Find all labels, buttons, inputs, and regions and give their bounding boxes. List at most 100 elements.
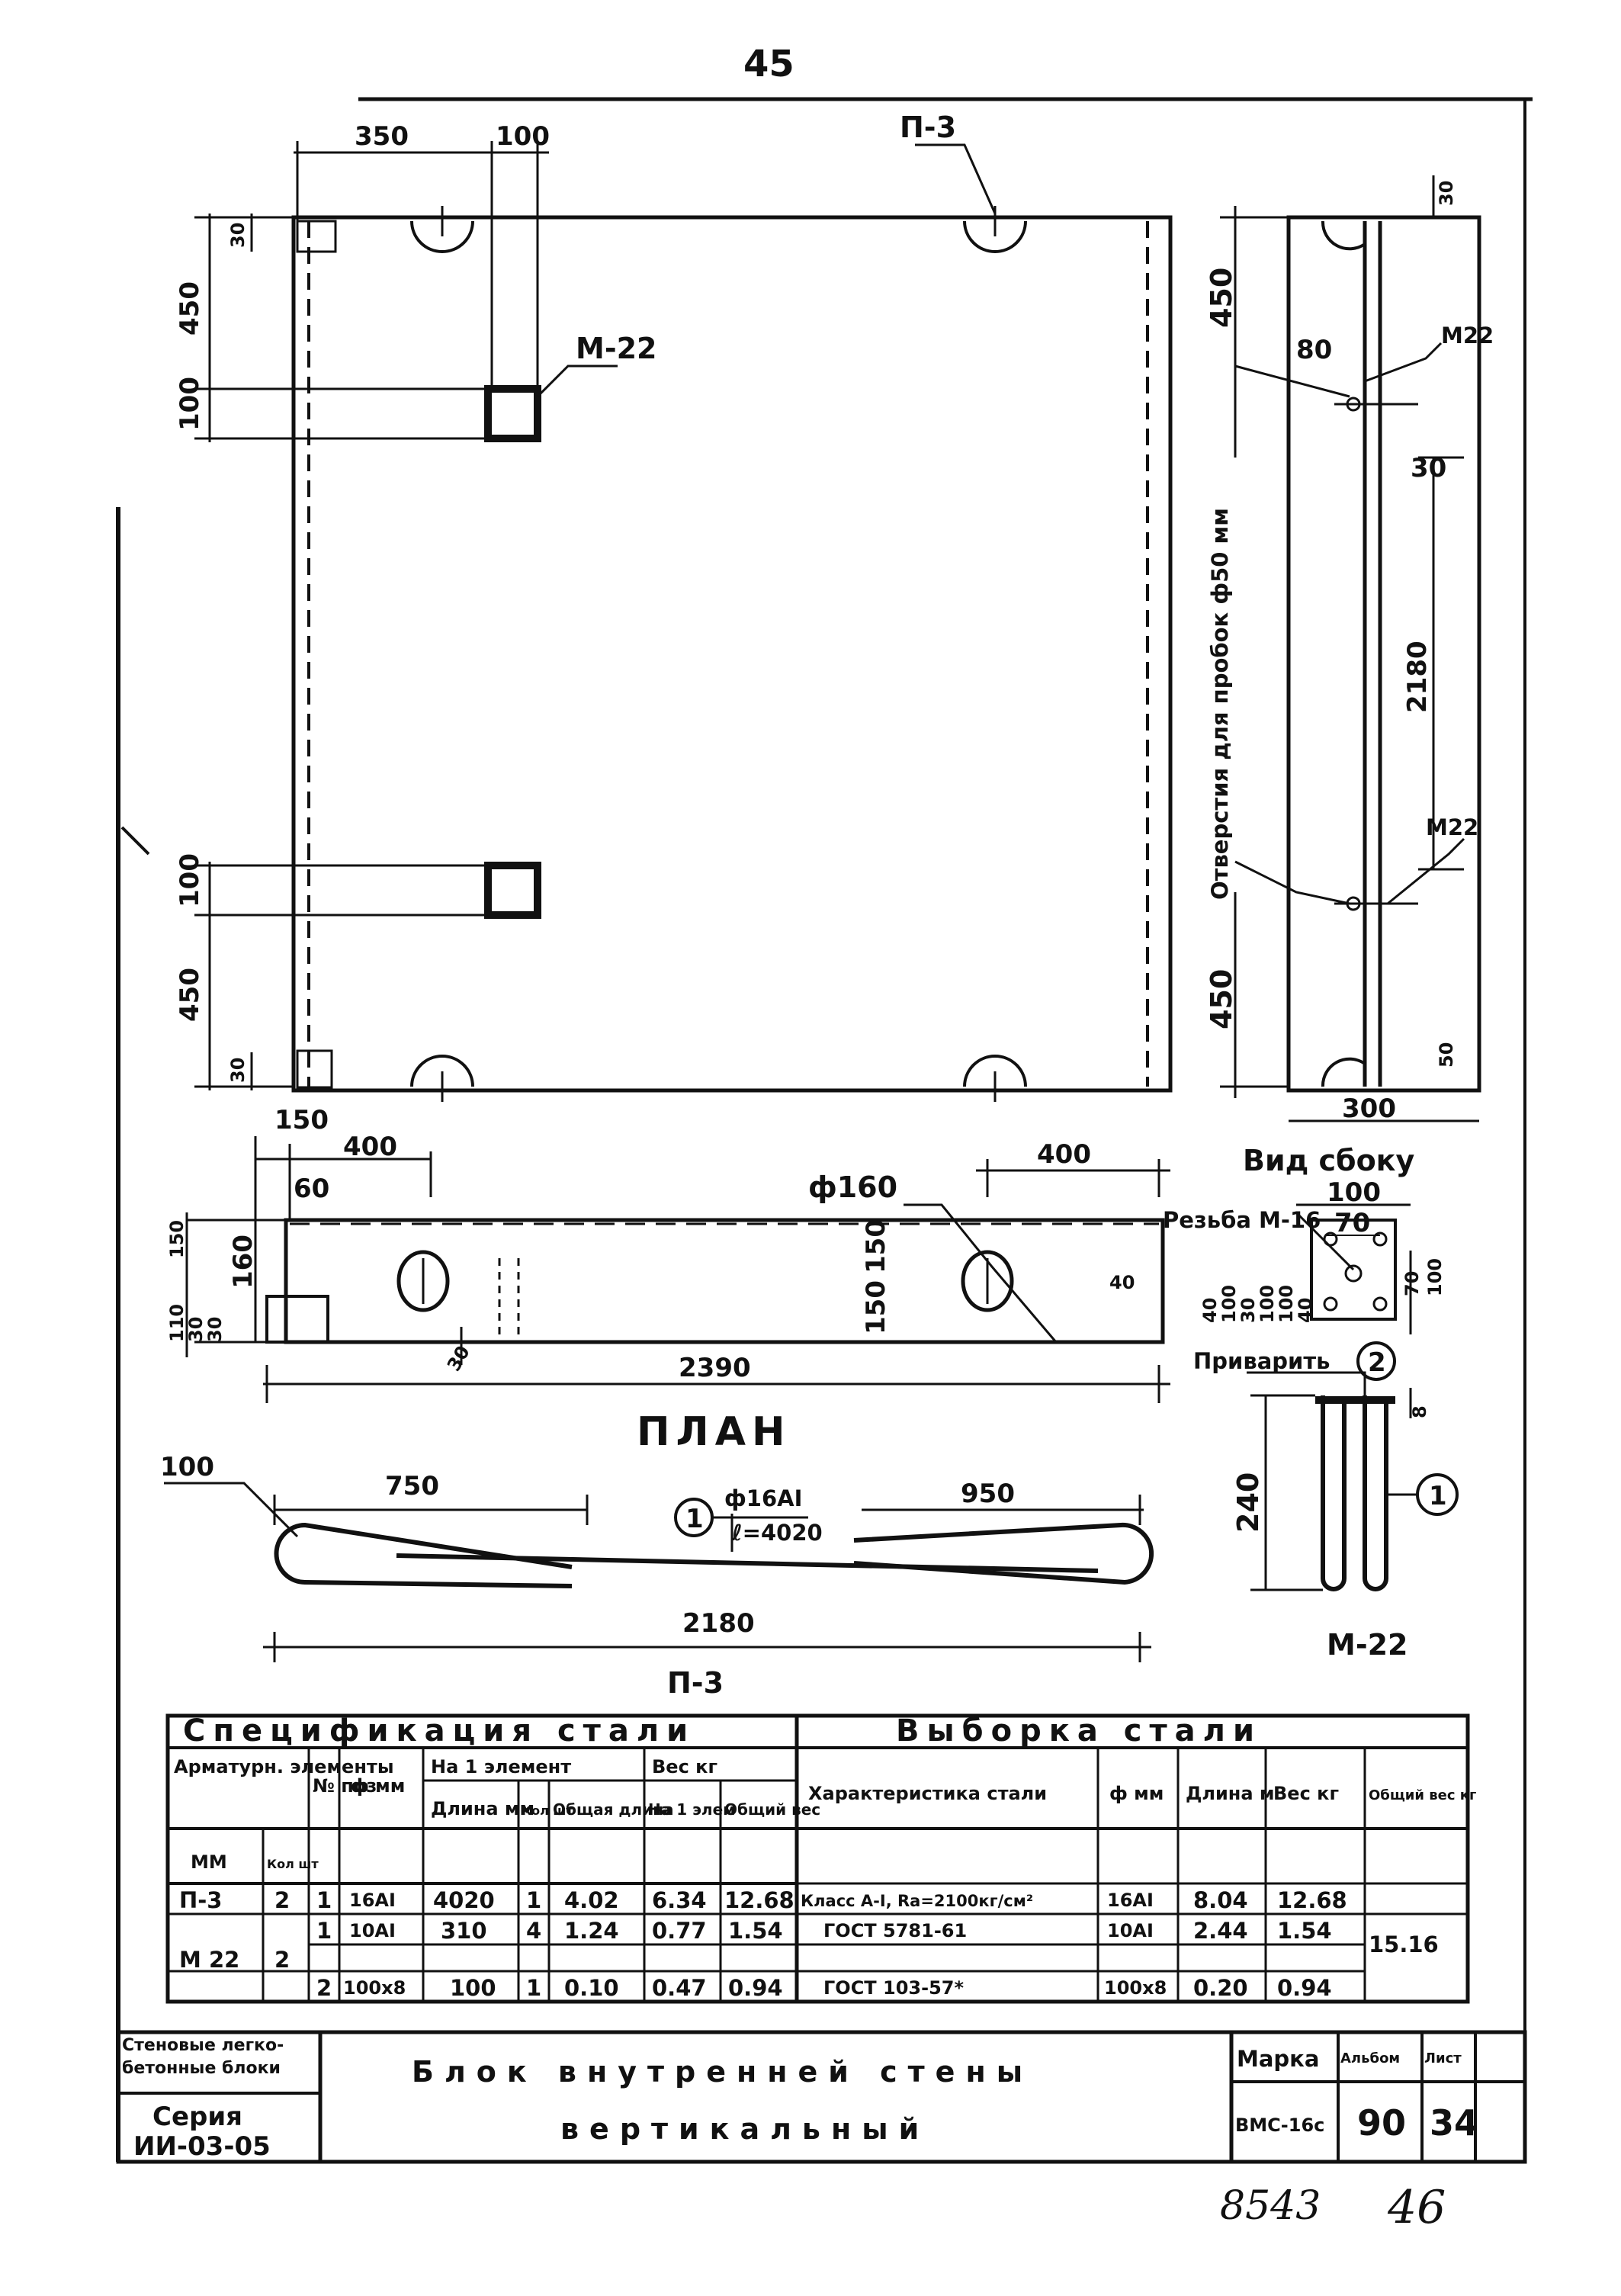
- row3-pos: 2: [316, 1975, 332, 2001]
- dim-350: 350: [355, 121, 409, 152]
- m22-dim-70-top: 70: [1334, 1208, 1370, 1238]
- title-block-album: 90: [1357, 2102, 1406, 2143]
- title-block-album-label: Альбом: [1340, 2050, 1400, 2066]
- spec-rows-left: П-3 2 1 16АI 4020 1 4.02 6.34 12.68 М 22…: [179, 1887, 794, 2001]
- right-row3-diam: 100х8: [1104, 1977, 1167, 1999]
- m22-dim-30: 30: [1237, 1298, 1259, 1323]
- row3-total-len: 0.10: [564, 1975, 619, 2001]
- dim-100-b: 100: [175, 853, 205, 907]
- right-row2-len: 2.44: [1193, 1918, 1248, 1944]
- side-dim-80: 80: [1296, 335, 1332, 365]
- spec-table: [165, 1713, 1470, 2004]
- caption-side-view: Вид сбоку: [1243, 1144, 1414, 1177]
- hdr-diam: ф мм: [351, 1775, 405, 1797]
- spec-rows-right: Класс А-I, Rа=2100кг/см² 16АI 8.04 12.68…: [801, 1887, 1439, 2001]
- row2-w-el: 0.77: [652, 1918, 707, 1944]
- hdr-num: № поз: [313, 1775, 377, 1797]
- dim-30-top: 30: [227, 223, 249, 248]
- p3-bar-label: ф16АI: [724, 1485, 802, 1511]
- label-weld: Приварить: [1193, 1348, 1331, 1374]
- hdr-qty: Кол шт: [522, 1803, 573, 1818]
- title-block-mark-label: Марка: [1237, 2046, 1319, 2072]
- side-view: [1220, 175, 1481, 1122]
- right-row2-diam: 10АI: [1107, 1920, 1154, 1941]
- side-dim-300: 300: [1342, 1093, 1396, 1124]
- spec-title-left: Спецификация стали: [183, 1713, 695, 1748]
- plan-hole-label: ф160: [808, 1170, 897, 1204]
- plan-dim-400-right: 400: [1037, 1139, 1091, 1170]
- plan-dim-150-top: 150: [274, 1105, 329, 1135]
- m22-dim-100-l3: 100: [1276, 1285, 1297, 1323]
- m22-detail: [1247, 1203, 1459, 1591]
- hdr-diam2: ф мм: [1109, 1783, 1164, 1804]
- title-block-series: ИИ-03-05: [133, 2131, 271, 2162]
- marker-1-m22: 1: [1429, 1481, 1447, 1511]
- m22-dim-8: 8: [1409, 1405, 1430, 1418]
- p3-dim-750: 750: [385, 1471, 439, 1501]
- label-m22-side-bottom: М22: [1426, 814, 1478, 840]
- row1-total-len: 4.02: [564, 1887, 619, 1913]
- m22-dim-100-right: 100: [1424, 1258, 1446, 1296]
- m22-dim-240: 240: [1231, 1472, 1265, 1533]
- right-row3-len: 0.20: [1193, 1975, 1248, 2001]
- row3-w-el: 0.47: [652, 1975, 707, 2001]
- caption-m22: М-22: [1327, 1628, 1408, 1662]
- hdr-length: Длина мм: [431, 1798, 534, 1819]
- row2-diam: 10АI: [349, 1920, 396, 1941]
- m22-dim-40-b: 40: [1295, 1298, 1316, 1323]
- plate-m22-bottom: [484, 862, 541, 919]
- hdr-total-w: Общий вес: [724, 1800, 820, 1819]
- caption-p3: П-3: [667, 1666, 724, 1700]
- row1-w-el: 6.34: [652, 1887, 707, 1913]
- m22-dim-70-right: 70: [1401, 1271, 1423, 1296]
- hdr-per-element: На 1 элемент: [431, 1756, 571, 1777]
- row1-w-total: 12.68: [724, 1887, 794, 1913]
- row2-qty: 4: [526, 1918, 541, 1944]
- title-block-sheet-label: Лист: [1424, 2050, 1462, 2066]
- label-thread: Резьба М-16: [1163, 1207, 1321, 1233]
- right-row1-len: 8.04: [1193, 1887, 1248, 1913]
- row1-count: 2: [274, 1887, 290, 1913]
- m22-dim-100-left: 100: [1218, 1285, 1240, 1323]
- row1-diam: 16АI: [349, 1890, 396, 1911]
- right-row1-char: Класс А-I, Rа=2100кг/см²: [801, 1892, 1033, 1910]
- plan-dim-150-r2: 150: [861, 1280, 891, 1334]
- row2-mark: М 22: [179, 1947, 239, 1973]
- hdr-arm-elements: Арматурн. элементы: [174, 1756, 394, 1777]
- m22-dim-100-top: 100: [1327, 1177, 1381, 1208]
- sheet-top-number: 45: [743, 43, 794, 85]
- note-8543: 8543: [1220, 2183, 1321, 2229]
- plan-dim-160: 160: [228, 1235, 258, 1289]
- plan-dim-110: 110: [166, 1304, 188, 1342]
- hdr-total2: Общий вес кг: [1369, 1787, 1476, 1803]
- title-block-series-label: Серия: [152, 2102, 242, 2132]
- p3-dim-100: 100: [160, 1452, 214, 1482]
- hdr-per-el: На 1 элем: [648, 1800, 736, 1819]
- dim-450-bottom: 450: [175, 968, 205, 1022]
- hdr-count: Кол шт: [267, 1857, 319, 1871]
- caption-plan: ПЛАН: [637, 1409, 791, 1455]
- marker-1-p3: 1: [685, 1504, 704, 1534]
- row1-qty: 1: [526, 1887, 541, 1913]
- right-row2-char: ГОСТ 5781-61: [823, 1920, 967, 1941]
- plan-dim-2390: 2390: [679, 1353, 751, 1383]
- right-row3-w: 0.94: [1277, 1975, 1332, 2001]
- side-dim-30-top: 30: [1436, 181, 1457, 206]
- label-p3-top: П-3: [900, 111, 956, 144]
- row1-pos: 1: [316, 1887, 332, 1913]
- row2-pos: 1: [316, 1918, 332, 1944]
- plan-dim-30-b: 30: [204, 1317, 226, 1342]
- dim-30-bottom: 30: [227, 1058, 249, 1083]
- p3-dim-950: 950: [961, 1479, 1015, 1509]
- m22-dim-100-l2: 100: [1257, 1285, 1278, 1323]
- label-m22-side-top: М22: [1441, 323, 1494, 348]
- label-m22: М-22: [576, 332, 656, 365]
- plan-dim-150-left: 150: [166, 1220, 188, 1258]
- side-dim-2180: 2180: [1402, 641, 1433, 713]
- right-row1-diam: 16АI: [1107, 1890, 1154, 1911]
- p3-length-label: ℓ=4020: [731, 1520, 823, 1546]
- grand-total: 15.16: [1369, 1932, 1439, 1957]
- plan-dim-30-a: 30: [185, 1317, 207, 1342]
- row2-w-total: 1.54: [728, 1918, 783, 1944]
